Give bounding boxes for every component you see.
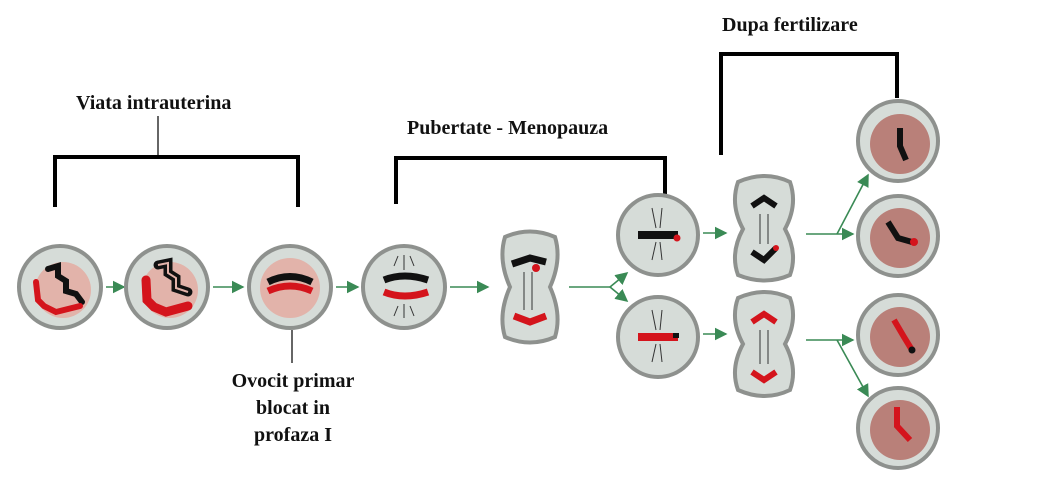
cell-4-metaphase-1 xyxy=(361,244,447,330)
bracket-bar xyxy=(53,155,300,207)
cell-8-bottom-1 xyxy=(856,293,940,377)
arrows xyxy=(106,173,869,398)
arrow-11 xyxy=(836,339,869,398)
label-ovocit-primar: Ovocit primar blocat in profaza I xyxy=(228,368,358,449)
cell-6-metaphase-2-bottom xyxy=(616,295,700,379)
cell-6-metaphase-2-top xyxy=(616,193,700,277)
cell-7-telophase-2-bottom xyxy=(732,290,796,398)
bracket-bar xyxy=(719,52,899,155)
label-pubertate-menopauza: Pubertate - Menopauza xyxy=(407,117,609,139)
cell-1-oogonium xyxy=(17,244,103,330)
bracket-viata-intrauterina xyxy=(53,116,300,207)
cell-8-top-2 xyxy=(856,194,940,278)
label-ovocit-line3: profaza I xyxy=(254,424,332,446)
chromosome-red xyxy=(141,275,193,317)
label-viata-intrauterina: Viata intrauterina xyxy=(76,92,232,114)
label-ovocit-line1: Ovocit primar xyxy=(231,370,355,392)
cell-8-bottom-2 xyxy=(856,386,940,470)
arrow-5-up xyxy=(609,271,629,288)
chromosome-black xyxy=(266,273,314,286)
cell-5-telophase-1 xyxy=(500,229,560,345)
label-ovocit-line2: blocat in xyxy=(256,397,330,419)
cell-7-telophase-2-top xyxy=(732,174,796,283)
cell-8-top-1 xyxy=(856,99,940,183)
cell-3-primary-oocyte xyxy=(247,244,333,330)
arrow-5-down xyxy=(609,286,629,303)
bracket-bar xyxy=(394,156,667,204)
bracket-dupa-fertilizare xyxy=(719,52,899,155)
bracket-pubertate-menopauza xyxy=(394,156,667,204)
chromosome-red xyxy=(266,282,314,295)
arrow-9 xyxy=(836,173,869,235)
chromosome-black xyxy=(45,261,85,305)
label-dupa-fertilizare: Dupa fertilizare xyxy=(722,14,858,36)
chromosome-red xyxy=(33,279,83,316)
cell-2 xyxy=(124,244,210,330)
